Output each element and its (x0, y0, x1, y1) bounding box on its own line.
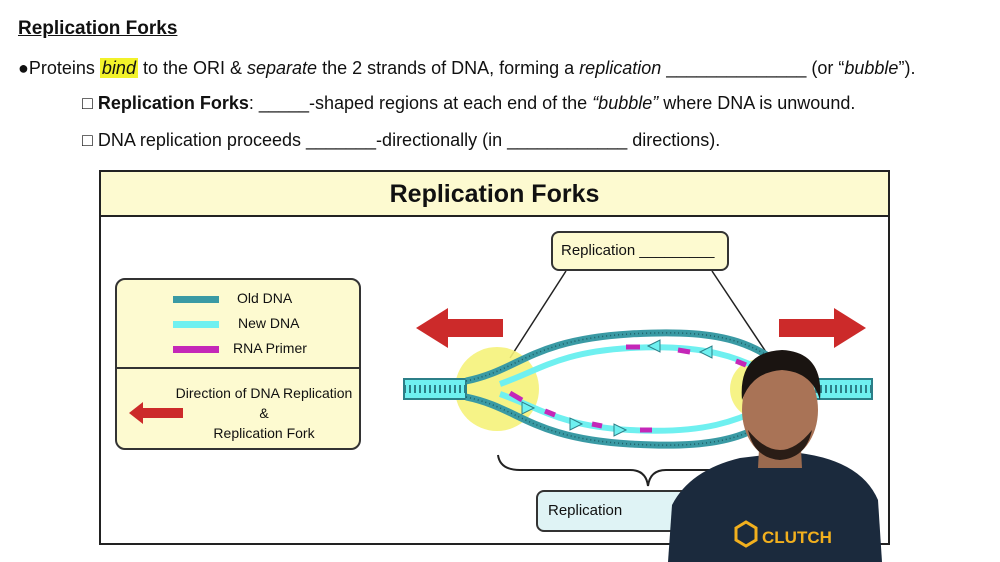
direction-arrow-icon (129, 402, 183, 424)
diagram-title: Replication Forks (101, 172, 888, 217)
old-dna-swatch (173, 296, 219, 303)
leader-line-right (711, 270, 771, 359)
presenter-face (742, 360, 818, 460)
line2-text-b: where DNA is unwound. (658, 93, 856, 113)
bullet-dot: ● (18, 58, 29, 78)
presenter-shirt (668, 452, 882, 562)
line3-text: DNA replication proceeds _______-directi… (92, 130, 721, 150)
legend-direction-text: Direction of DNA Replication & Replicati… (169, 383, 359, 443)
legend-divider (117, 367, 359, 369)
word-replication: replication (579, 58, 662, 78)
checkbox-icon: □ (82, 130, 93, 150)
word-bubble-quoted: “bubble” (592, 93, 659, 113)
new-dna-swatch (173, 321, 219, 328)
line1-text-d: ______________ (or “ (661, 58, 845, 78)
bullet-line-1: ●Proteins bind to the ORI & separate the… (18, 58, 915, 79)
dna-duplex-left (403, 378, 467, 400)
legend-direction-line-1: Direction of DNA Replication (175, 385, 353, 401)
legend-direction-line-2: & (259, 405, 269, 421)
clutch-logo-text: CLUTCH (762, 528, 832, 547)
line1-text-b: to the ORI & (137, 58, 247, 78)
legend-direction-line-3: Replication Fork (213, 425, 315, 441)
line1-text-e: ”). (898, 58, 916, 78)
leader-line-left (509, 270, 567, 359)
highlight-bind: bind (99, 58, 138, 78)
sub-bullet-line-2: □ Replication Forks: _____-shaped region… (82, 93, 855, 114)
checkbox-icon: □ (82, 93, 93, 113)
line1-text-a: Proteins (28, 58, 100, 78)
line1-text-c: the 2 strands of DNA, forming a (317, 58, 580, 78)
line2-text-a: : _____-shaped regions at each end of th… (248, 93, 593, 113)
legend-box: Old DNA New DNA RNA Primer Direction of … (115, 278, 361, 450)
bubble-bracket (497, 454, 790, 487)
legend-item-new-dna: New DNA (117, 314, 359, 334)
legend-item-rna-primer: RNA Primer (117, 339, 359, 359)
fork-direction-arrow-left (416, 308, 503, 348)
old-dna-top-ticks (465, 332, 801, 382)
legend-label-old-dna: Old DNA (237, 290, 293, 306)
rna-primers (508, 344, 747, 433)
presenter-beard (748, 430, 812, 460)
word-separate: separate (247, 58, 318, 78)
legend-item-old-dna: Old DNA (117, 289, 359, 309)
presenter-hair (741, 350, 821, 400)
term-replication-forks: Replication Forks (97, 93, 249, 113)
fork-direction-arrow-right (779, 308, 866, 348)
page-heading: Replication Forks (18, 18, 178, 39)
rna-primer-swatch (173, 346, 219, 353)
fork-highlight-left (455, 347, 539, 431)
clutch-logo-icon (734, 520, 758, 548)
strand-direction-arrows (521, 339, 713, 437)
legend-label-rna-primer: RNA Primer (233, 340, 307, 356)
sub-bullet-line-3: □ DNA replication proceeds _______-direc… (82, 130, 720, 151)
word-bubble: bubble (844, 58, 899, 78)
legend-label-new-dna: New DNA (238, 315, 300, 331)
replication-fork-label-box: Replication _________ (551, 231, 729, 271)
